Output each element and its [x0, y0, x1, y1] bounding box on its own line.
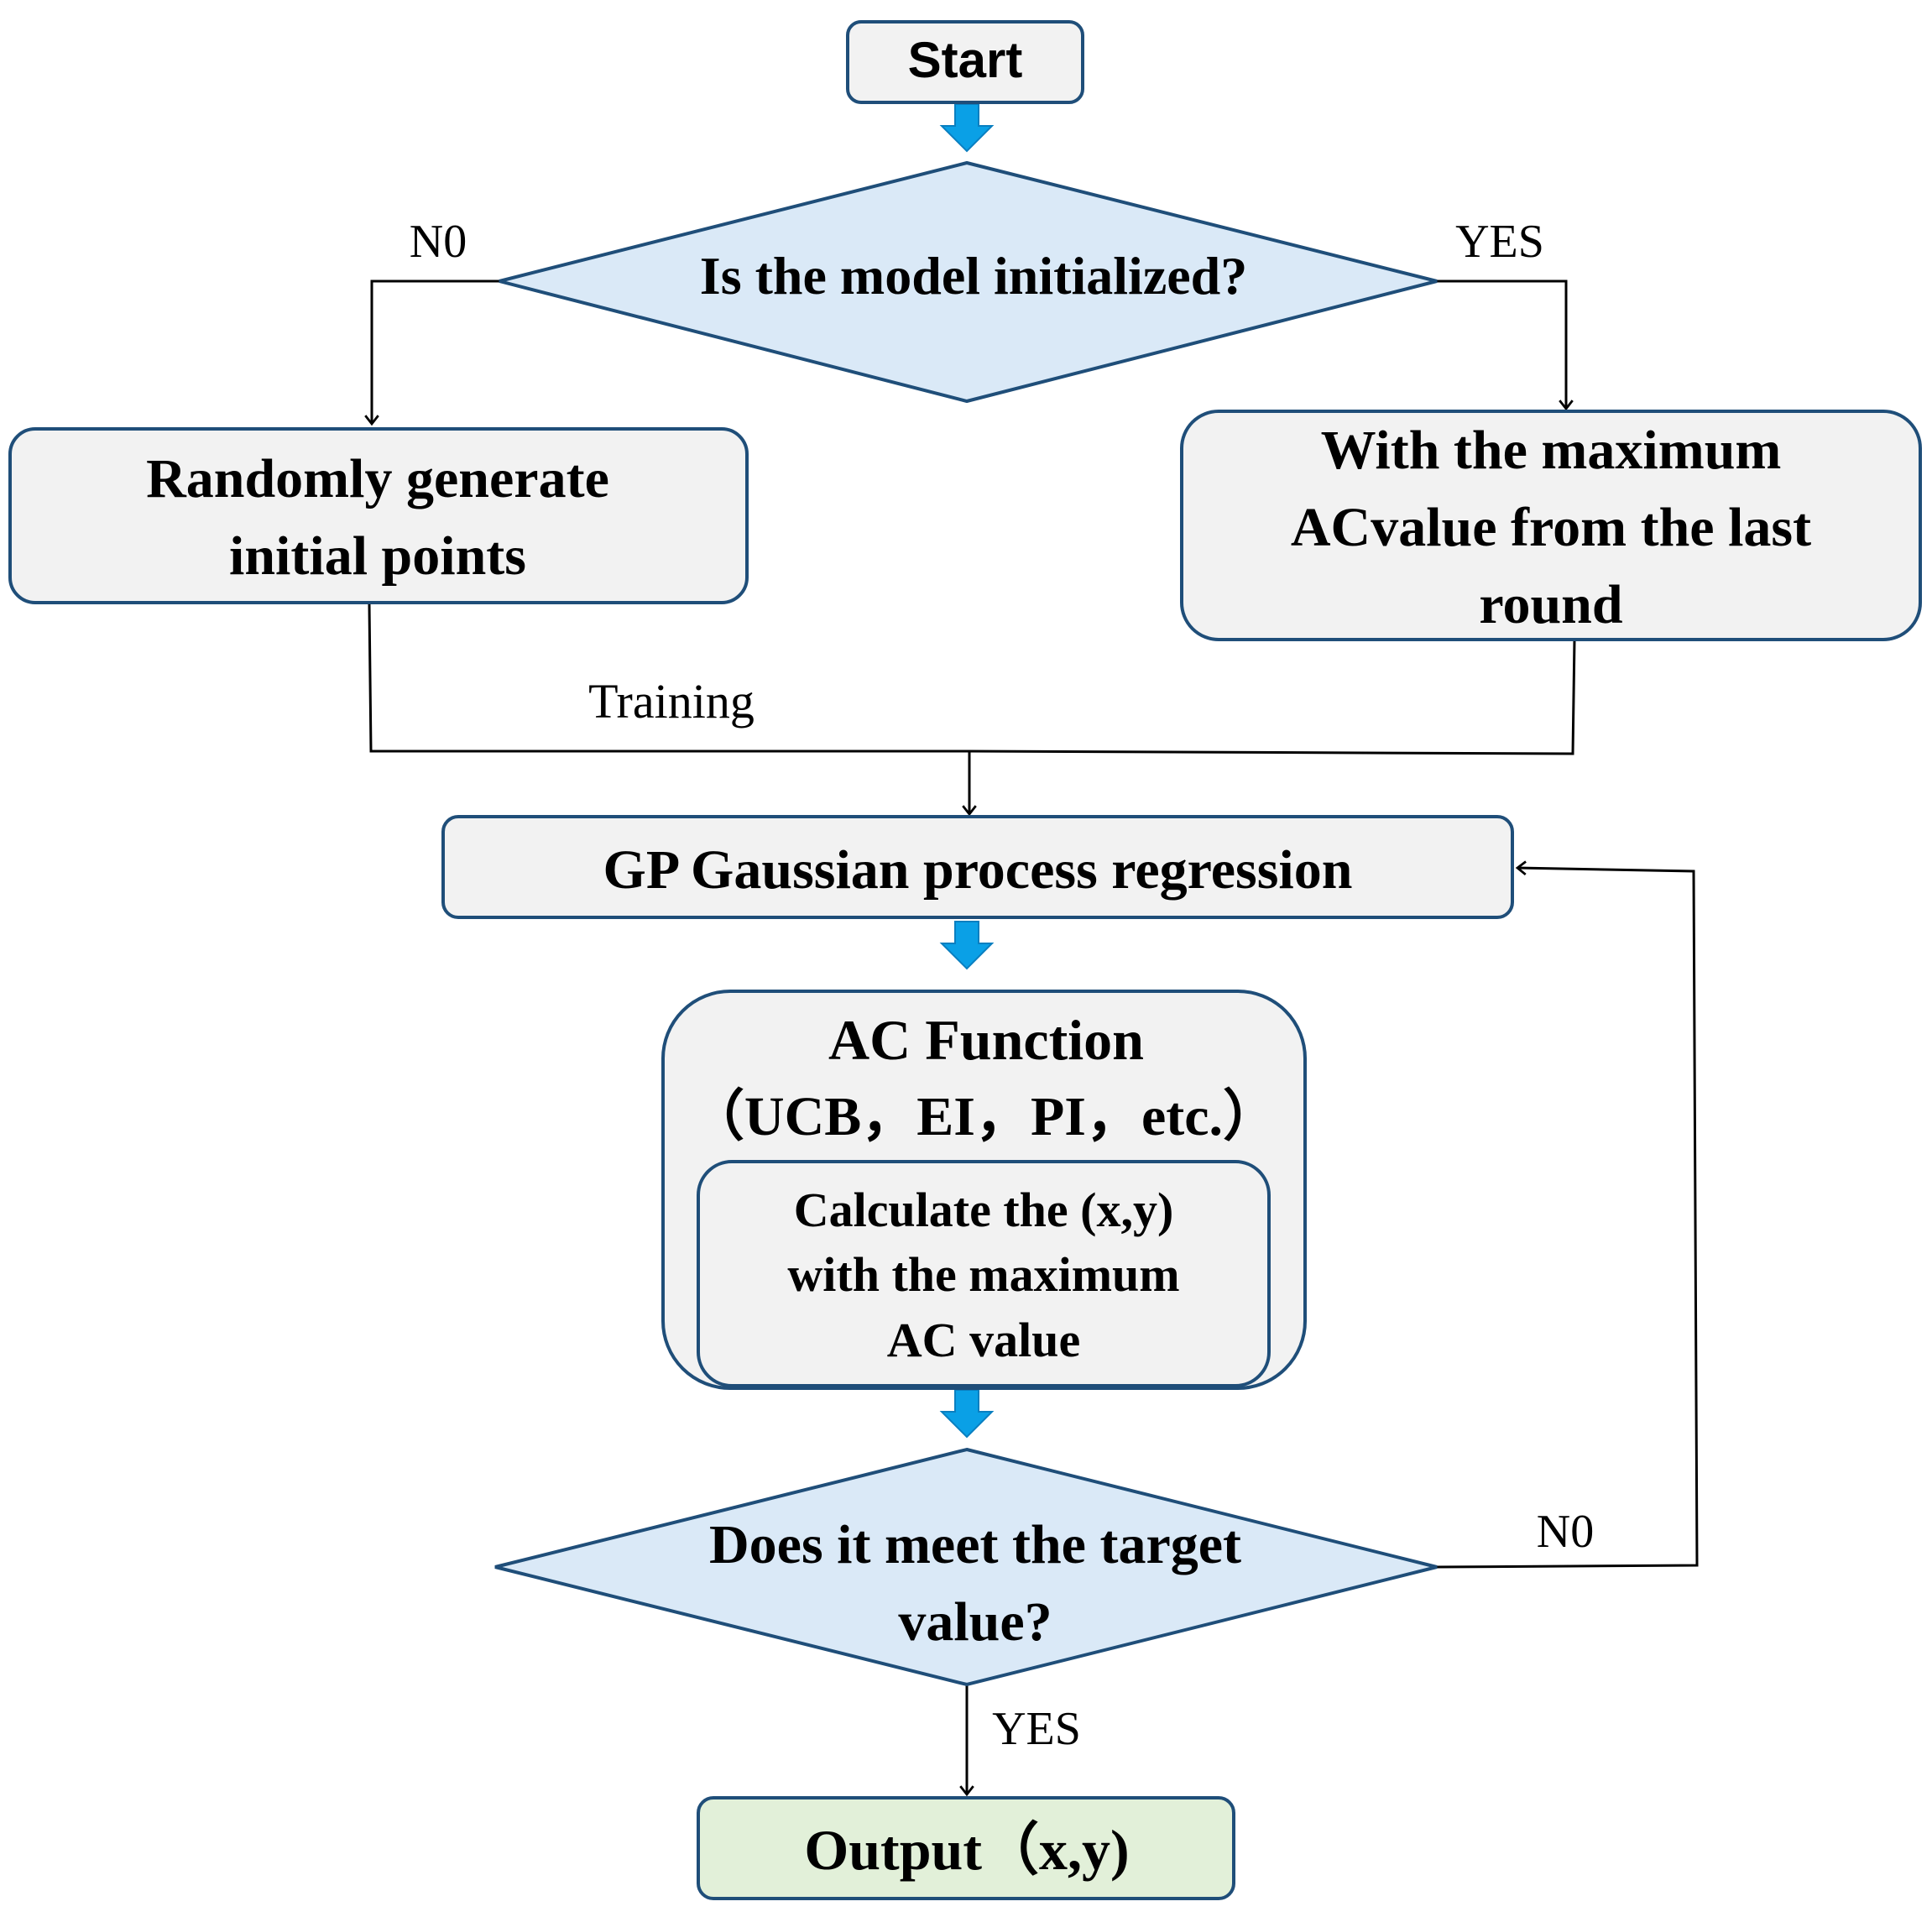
edge-init-no [364, 279, 499, 426]
gp-label: GP Gaussian process regression [603, 839, 1353, 901]
gp-node: GP Gaussian process regression [441, 815, 1514, 919]
max-ac-line2: ACvalue from the last [1291, 497, 1811, 558]
ac-inner-line2: with the maximum [787, 1247, 1179, 1302]
ac-inner-line1: Calculate the (x,y) [794, 1183, 1174, 1237]
edge-random-to-merge [368, 603, 969, 753]
output-label: Output（x,y) [804, 1818, 1129, 1882]
random-init-line2: initial points [229, 525, 526, 587]
start-label: Start [908, 32, 1023, 88]
ac-inner-node: Calculate the (x,y) with the maximum AC … [697, 1160, 1271, 1387]
block-arrow-down-icon [939, 103, 995, 153]
edge-maxac-to-merge [969, 639, 1576, 755]
target-yes-label: YES [992, 1703, 1081, 1755]
ac-function-title: AC Function [828, 1008, 1144, 1072]
target-decision-line2: value? [898, 1591, 1052, 1653]
target-decision-line1: Does it meet the target [709, 1514, 1241, 1575]
start-node: Start [846, 20, 1084, 104]
random-init-line1: Randomly generate [146, 448, 609, 509]
init-yes-label: YES [1455, 216, 1544, 268]
max-ac-node: With the maximum ACvalue from the last r… [1180, 410, 1922, 641]
ac-function-node: AC Function （UCB，EI，PI，etc.） Calculate t… [661, 990, 1307, 1390]
target-no-label: N0 [1537, 1506, 1594, 1558]
training-label: Training [588, 674, 755, 729]
random-init-node: Randomly generate initial points [8, 427, 749, 604]
target-decision: Does it meet the target value? [494, 1447, 1438, 1687]
init-no-label: N0 [410, 216, 467, 268]
output-node: Output（x,y) [697, 1796, 1235, 1900]
block-arrows [939, 103, 995, 1439]
block-arrow-down-icon [939, 921, 995, 970]
connectors [364, 279, 1699, 1797]
ac-inner-line3: AC value [887, 1313, 1080, 1367]
max-ac-line1: With the maximum [1321, 420, 1782, 481]
edge-init-yes [1437, 279, 1574, 411]
edge-target-no-loop [1436, 860, 1699, 1569]
init-decision-label: Is the model initialized? [700, 246, 1247, 306]
max-ac-line3: round [1479, 574, 1622, 635]
init-decision: Is the model initialized? [499, 160, 1438, 404]
ac-function-subtitle: （UCB，EI，PI，etc.） [689, 1085, 1278, 1147]
block-arrow-down-icon [939, 1389, 995, 1439]
